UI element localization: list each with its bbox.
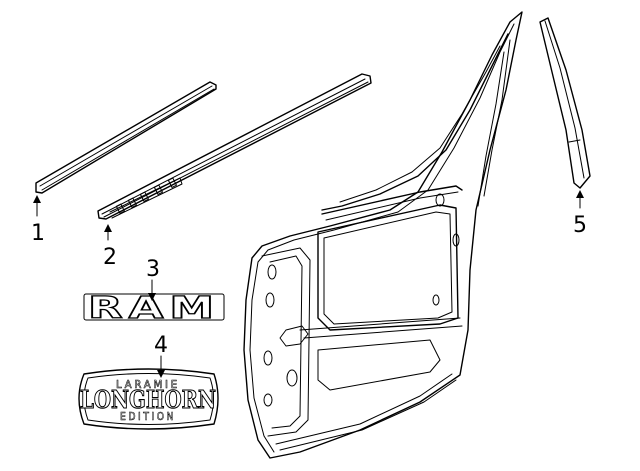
laramie-text: LARAMIE xyxy=(116,378,180,391)
ram-badge-text: RAM xyxy=(88,291,220,326)
edition-text: EDITION xyxy=(120,410,176,423)
part-3-ram-badge: RAM xyxy=(83,290,225,327)
part-2-weatherstrip xyxy=(97,73,372,220)
longhorn-text: LONGHORN xyxy=(80,385,216,414)
part-1-belt-molding xyxy=(35,81,217,194)
callout-4: 4 xyxy=(154,333,168,358)
callout-3: 3 xyxy=(146,257,160,282)
part-4-longhorn-badge: LARAMIE LONGHORN EDITION xyxy=(78,368,219,430)
door-inner-panel xyxy=(243,11,523,459)
callout-leaders xyxy=(33,190,584,378)
callout-2: 2 xyxy=(103,245,117,270)
callout-5: 5 xyxy=(573,213,587,238)
callout-1: 1 xyxy=(31,221,45,246)
part-5-pillar-applique xyxy=(539,17,591,189)
